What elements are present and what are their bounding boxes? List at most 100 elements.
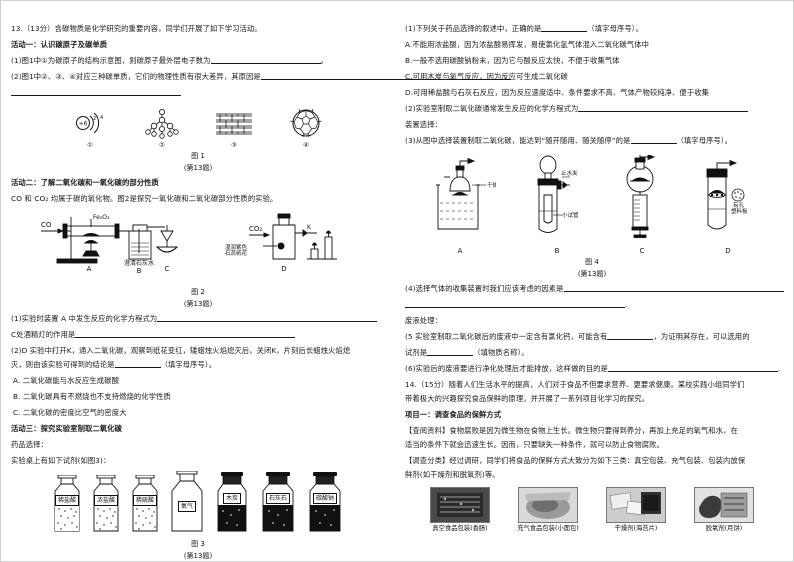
svg-text:干燥管: 干燥管 (487, 181, 496, 189)
svg-text:湿润紫色: 湿润紫色 (225, 243, 248, 251)
activity-2-lead: CO 和 CO₂ 均属于碳的氧化物。图2是探究一氧化碳和二氧化碳部分性质的实验。 (11, 194, 278, 203)
question-13-2-continued-blank (11, 87, 385, 99)
svg-text:小试管: 小试管 (562, 211, 579, 219)
reagent-bottle-charcoal: 木炭 (213, 471, 251, 537)
svg-text:止水夹: 止水夹 (561, 169, 578, 177)
question-r5-line2: 试剂是 （填物质名称）。 (405, 347, 779, 359)
answer-blank[interactable] (607, 331, 654, 340)
question-r2: (2)实验室制取二氧化碳通常发生反应的化学方程式为 (405, 103, 779, 115)
reagent-bottle-concentrated-hcl: 浓盐酸 (90, 474, 122, 537)
question-r5-line2-suffix: （填物质名称）。 (473, 348, 529, 357)
question-13-a-equation-text: (1)实验时装置 A 中发生反应的化学方程式为 (11, 314, 158, 323)
question-13-d-line1: (2)D 实验中打开K，通入二氧化碳，观察到纸花变红，矮蜡烛火焰熄灭后，关闭K，… (11, 346, 351, 355)
answer-blank[interactable] (541, 23, 588, 32)
answer-blank[interactable] (563, 283, 784, 292)
question-r3-text: (3)从图中选择装置制取二氧化碳，能达到“随开随用、随关随停”的是 (405, 136, 631, 145)
figure-4-item-c: C (618, 153, 666, 255)
reference-data-line1: 【查阅资料】食物腐败是因为微生物在食物上生长。微生物只要得到养分，再加上充足的氧… (405, 426, 738, 435)
question-13-1: (1)图1中①为碳原子的结构示意图，则碳原子最外层电子数为。 (11, 55, 385, 67)
question-13-d-line2: 灭，则由该实验可得到的结论是（填字母序号）。 (11, 359, 385, 371)
reagent-bottle-limestone: 石灰石 (258, 471, 298, 537)
reagent-bottle-label: 浓盐酸 (93, 495, 119, 506)
question-13-1-text: (1)图1中①为碳原子的结构示意图，则碳原子最外层电子数为 (11, 56, 211, 65)
svg-text:D: D (281, 265, 286, 273)
oxygen-absorber-mooncake-photo-icon (694, 487, 754, 523)
reference-data-line2: 适当的条件下就会迅速生长。因而，只要缺失一种条件，就可以防止食物腐败。 (405, 440, 664, 449)
figure-3: 稀盐酸 浓盐酸 (11, 470, 385, 561)
option-a[interactable]: A. 二氧化碳能与水反应生成碳酸 (13, 376, 119, 385)
svg-text:+6: +6 (79, 121, 88, 128)
answer-blank[interactable] (405, 299, 625, 308)
perforated-plate-generator-icon: 有孔 塑料板 (706, 159, 748, 230)
figure-2-caption-title: 图 2 (191, 288, 205, 296)
figure-4: 干燥管 A (405, 151, 779, 279)
question-13-2: (2)图1中②、③、④对应三种碳单质，它们的物理性质有很大差异，其原因是 (11, 71, 511, 83)
option-b[interactable]: B.一般不选用碳酸钠粉末，因为它与酸反应太快，不便于收集气体 (405, 56, 620, 65)
answer-blank[interactable] (607, 363, 778, 372)
figure-2: CO Fe₂O₃ (11, 209, 385, 309)
fullerene-structure-icon (290, 108, 322, 138)
reagent-bottle-dilute-h2so4: 稀硫酸 (129, 474, 161, 537)
option-d[interactable]: D.可用稀盐酸与石灰石反应，因为反应速度适中、条件要求不高、气体产物较纯净、便于… (405, 88, 710, 97)
answer-blank[interactable] (210, 55, 321, 64)
reagent-bottle-label: 木炭 (222, 493, 242, 504)
answer-blank[interactable] (260, 71, 511, 80)
syringe-generator-icon (626, 153, 656, 238)
device-heading: 装置选择： (405, 120, 442, 129)
option-a[interactable]: A.不能用浓盐酸，因为浓盐酸易挥发，易使氯化氢气体混入二氧化碳气体中 (405, 40, 650, 49)
reagent-bottle-sodium-carbonate: 碳酸钠 (305, 471, 345, 537)
answer-blank[interactable] (114, 359, 161, 368)
figure-4-label-d: D (725, 247, 731, 255)
svg-text:石蕊纸花: 石蕊纸花 (225, 249, 248, 257)
option-c[interactable]: C.可用木炭与氧气反应，因为反应可生成二氧化碳 (405, 72, 568, 81)
reagent-lead: 实验桌上有如下试剂(如图3)： (11, 456, 111, 465)
carbon-atom-structure-icon: +6 2 4 (76, 112, 103, 134)
photo-oxygen-absorber: 脱氧剂(月饼) (687, 487, 761, 533)
svg-text:2: 2 (93, 116, 96, 122)
figure-1-caption-title: 图 1 (191, 152, 205, 160)
svg-text:A: A (87, 265, 92, 273)
svg-text:CO: CO (41, 221, 52, 229)
reagent-heading: 药品选择： (11, 440, 48, 449)
answer-blank[interactable] (578, 103, 749, 112)
option-b[interactable]: B. 二氧化碳具有不燃烧也不支持燃烧的化学性质 (13, 392, 171, 401)
figure-4-label-c: C (639, 247, 645, 255)
question-r5-line1: (5 实验室制取二氧化碳后的废液中一定含有氯化钙，可能含有，为证明其存在，可以选… (405, 331, 779, 343)
photo-desiccant: 干燥剂(海苔片) (599, 487, 673, 533)
question-r6: (6)实验后的废液要进行净化处理后才能排放，这样做的目的是. (405, 363, 781, 373)
svg-text:澄清石灰水: 澄清石灰水 (124, 259, 154, 267)
figure-2-apparatus: CO Fe₂O₃ (41, 213, 337, 275)
option-c[interactable]: C. 二氧化碳的密度比空气的密度大 (13, 408, 127, 417)
question-13-c-lamp-text: C处酒精灯的作用是 (11, 330, 76, 339)
question-r6-text: (6)实验后的废液要进行净化处理后才能排放，这样做的目的是 (405, 364, 608, 373)
desiccant-seaweed-photo-icon (606, 487, 666, 523)
answer-blank[interactable] (11, 87, 181, 96)
question-13-intro: 13.（13分）含碳物质是化学研究的重要内容，同学们开展了如下学习活动。 (11, 24, 262, 33)
question-13-d-line2-suffix: （填字母序号）。 (160, 360, 217, 369)
question-r1: (1)下列关于药品选择的叙述中，正确的是（填字母序号）。 (405, 23, 779, 35)
survey-classification-line1: 【调查分类】经过调研，同学们将食品的保鲜方式大致分为如下三类：真空包装、充气包装… (405, 456, 746, 465)
figure-4-caption-sub: (第13题) (577, 270, 607, 278)
food-preservation-photos: 真空食品包装(香肠) 充气食品包装(小面包) (405, 487, 779, 533)
question-r3-suffix: （填字母序号）。 (676, 136, 733, 145)
reagent-bottle-label: 稀盐酸 (54, 495, 80, 506)
inflated-bread-photo-icon (518, 487, 578, 523)
project-1-title: 项目一：调查食品的保鲜方式 (405, 410, 502, 419)
photo-vacuum-package: 真空食品包装(香肠) (423, 487, 497, 533)
photo-inflated-package: 充气食品包装(小面包) (511, 487, 585, 533)
figure-1-label-3: ③ (231, 141, 237, 149)
answer-blank[interactable] (157, 313, 378, 322)
figure-3-caption-sub: (第13题) (183, 552, 213, 560)
photo-caption: 干燥剂(海苔片) (614, 525, 658, 532)
question-r5-line2-text: 试剂是 (405, 348, 428, 357)
question-r1-text: (1)下列关于药品选择的叙述中，正确的是 (405, 24, 542, 33)
figure-1-caption-sub: (第13题) (183, 164, 213, 172)
answer-blank[interactable] (427, 347, 474, 356)
question-r3: (3)从图中选择装置制取二氧化碳，能达到“随开随用、随关随停”的是 （填字母序号）… (405, 135, 779, 147)
figure-1: +6 2 4 ① (11, 103, 385, 173)
figure-1-label-1: ① (87, 141, 93, 149)
answer-blank[interactable] (75, 329, 296, 338)
figure-1-label-4: ④ (303, 141, 309, 149)
answer-blank[interactable] (630, 135, 677, 144)
